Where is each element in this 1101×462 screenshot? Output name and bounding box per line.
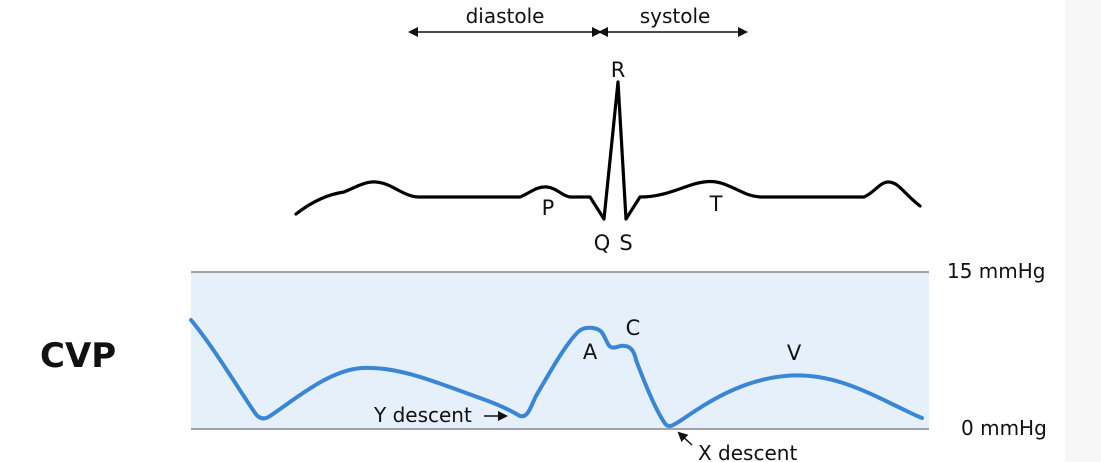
ecg-q-label: Q bbox=[594, 231, 611, 255]
ecg-s-label: S bbox=[619, 231, 632, 255]
ecg-trace bbox=[294, 80, 922, 221]
cvp-wave-labels: A C V bbox=[583, 316, 802, 365]
y-descent-label: Y descent bbox=[373, 403, 472, 427]
cvp-scale-labels: 15 mmHg 0 mmHg bbox=[947, 259, 1047, 440]
ecg-t-label: T bbox=[709, 192, 723, 216]
right-edge-strip bbox=[1065, 0, 1101, 462]
phase-arrows: diastole systole bbox=[408, 4, 748, 37]
cvp-trace bbox=[189, 318, 924, 429]
ecg-r-label: R bbox=[611, 58, 626, 82]
ecg-labels: R P Q S T bbox=[542, 58, 723, 255]
cvp-title: CVP bbox=[40, 336, 116, 376]
ecg-p-label: P bbox=[542, 196, 555, 220]
scale-15-mmhg-label: 15 mmHg bbox=[947, 259, 1046, 283]
scale-0-mmhg-label: 0 mmHg bbox=[961, 416, 1047, 440]
cvp-a-wave-label: A bbox=[583, 340, 598, 364]
descent-annotations: Y descent X descent bbox=[373, 403, 797, 462]
diastole-label: diastole bbox=[466, 4, 545, 28]
systole-label: systole bbox=[640, 4, 711, 28]
cvp-c-wave-label: C bbox=[626, 316, 641, 340]
x-descent-label: X descent bbox=[698, 441, 797, 462]
x-descent-arrow bbox=[677, 431, 693, 446]
cvp-v-wave-label: V bbox=[787, 341, 802, 365]
cvp-pressure-band bbox=[191, 272, 929, 429]
